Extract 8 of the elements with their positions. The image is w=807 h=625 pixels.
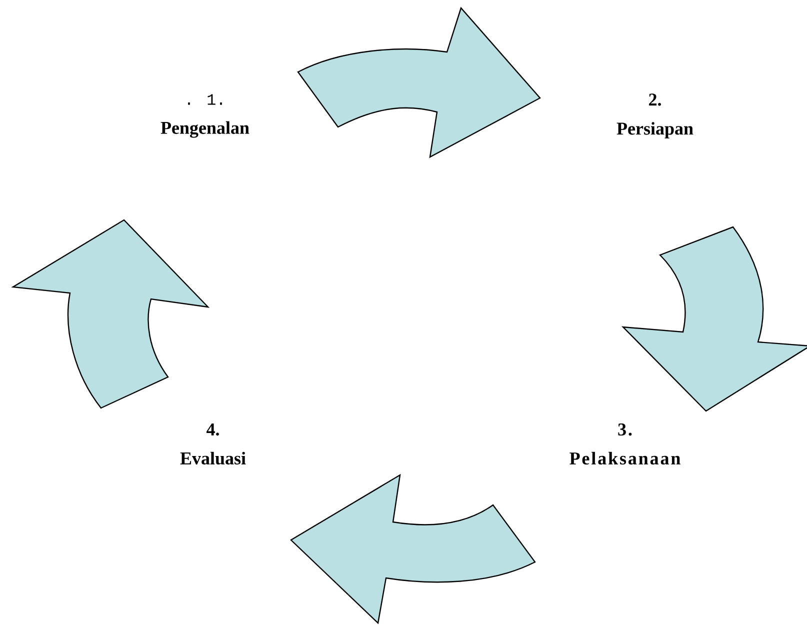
step-label: 3. Pelaksanaan <box>570 423 680 465</box>
step-label: 2. Persiapan <box>616 94 694 138</box>
step-label: . 1. Pengenalan <box>160 94 250 138</box>
curved-arrow <box>622 226 807 412</box>
curved-arrow <box>290 474 536 624</box>
curved-arrow <box>297 7 541 158</box>
step-label: 4. Evaluasi <box>180 423 246 465</box>
curved-arrow <box>12 219 209 409</box>
